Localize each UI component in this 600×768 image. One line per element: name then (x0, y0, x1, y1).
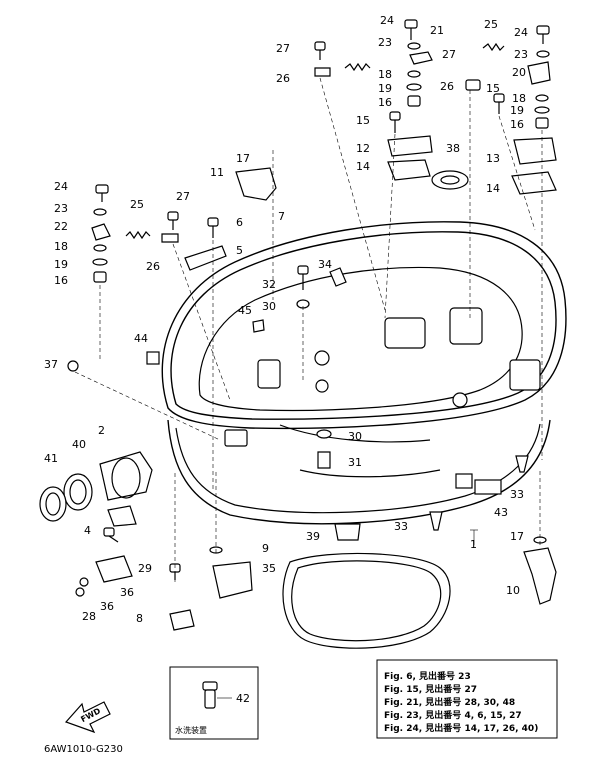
lower-left-parts (39, 451, 253, 631)
callout-label: 12 (356, 142, 370, 155)
callout-label: 23 (54, 202, 68, 215)
callout-label: 2 (98, 424, 105, 437)
callout-label: 30 (262, 300, 276, 313)
callout-label: 28 (82, 610, 96, 623)
callout-label: 7 (278, 210, 285, 223)
callout-label: 8 (136, 612, 143, 625)
callout-label: 27 (176, 190, 190, 203)
callout-label: 11 (210, 166, 224, 179)
callout-label: 39 (306, 530, 320, 543)
callout-label: 18 (378, 68, 392, 81)
group-bracket-label: 1 (470, 538, 477, 551)
callout-label: 6 (236, 216, 243, 229)
bottom-cowling (161, 221, 567, 525)
callout-label: 16 (378, 96, 392, 109)
reference-line: Fig. 21, 見出番号 28, 30, 48 (384, 696, 515, 708)
callout-label: 23 (378, 36, 392, 49)
callout-label: 33 (510, 488, 524, 501)
callout-label: 19 (378, 82, 392, 95)
reference-box: Fig. 6, 見出番号 23 Fig. 15, 見出番号 27 Fig. 21… (376, 659, 558, 739)
callout-label: 24 (380, 14, 394, 27)
callout-label: 18 (512, 92, 526, 105)
reference-line: Fig. 15, 見出番号 27 (384, 683, 477, 695)
callout-label: 24 (514, 26, 528, 39)
callout-label: 23 (514, 48, 528, 61)
callout-label: 9 (262, 542, 269, 555)
callout-label: 36 (100, 600, 114, 613)
callout-label: 18 (54, 240, 68, 253)
callout-label: 36 (120, 586, 134, 599)
reference-line: Fig. 24, 見出番号 14, 17, 26, 40) (384, 722, 538, 734)
callout-label: 19 (54, 258, 68, 271)
callout-label: 16 (54, 274, 68, 287)
callout-label: 22 (54, 220, 68, 233)
callout-label: 14 (356, 160, 370, 173)
callout-numbers: 24 25 24 23 21 27 23 27 26 18 20 26 19 1… (44, 14, 528, 625)
callout-label: 26 (440, 80, 454, 93)
callout-label: 15 (356, 114, 370, 127)
left-upper-hardware (67, 167, 347, 372)
callout-label: 33 (394, 520, 408, 533)
fwd-arrow-icon: FWD (64, 701, 111, 734)
inset-part-number: 42 (236, 692, 250, 705)
callout-label: 30 (348, 430, 362, 443)
callout-label: 4 (84, 524, 91, 537)
far-right-hardware (465, 25, 557, 195)
callout-label: 27 (442, 48, 456, 61)
inset-box: 42 水洗装置 (169, 666, 259, 740)
callout-label: 17 (236, 152, 250, 165)
callout-label: 14 (486, 182, 500, 195)
callout-label: 19 (510, 104, 524, 117)
callout-label: 20 (512, 66, 526, 79)
callout-label: 26 (276, 72, 290, 85)
callout-label: 17 (510, 530, 524, 543)
callout-label: 35 (262, 562, 276, 575)
callout-label: 27 (276, 42, 290, 55)
callout-label: 25 (484, 18, 498, 31)
callout-label: 16 (510, 118, 524, 131)
lower-right-parts (282, 429, 557, 649)
leader-lines (74, 77, 543, 582)
callout-label: 44 (134, 332, 148, 345)
reference-line: Fig. 6, 見出番号 23 (384, 670, 471, 682)
reference-line: Fig. 23, 見出番号 4, 6, 15, 27 (384, 709, 522, 721)
callout-label: 41 (44, 452, 58, 465)
callout-label: 26 (146, 260, 160, 273)
callout-label: 10 (506, 584, 520, 597)
callout-label: 31 (348, 456, 362, 469)
callout-label: 25 (130, 198, 144, 211)
callout-label: 37 (44, 358, 58, 371)
callout-label: 29 (138, 562, 152, 575)
diagram-code: 6AW1010-G230 (44, 744, 123, 755)
callout-label: 24 (54, 180, 68, 193)
callout-label: 13 (486, 152, 500, 165)
inset-label: 水洗装置 (175, 725, 207, 735)
top-right-hardware (314, 19, 469, 190)
callout-label: 21 (430, 24, 444, 37)
callout-label: 40 (72, 438, 86, 451)
callout-label: 38 (446, 142, 460, 155)
callout-label: 45 (238, 304, 252, 317)
callout-label: 34 (318, 258, 332, 271)
callout-label: 32 (262, 278, 276, 291)
callout-label: 15 (486, 82, 500, 95)
callout-label: 5 (236, 244, 243, 257)
callout-label: 43 (494, 506, 508, 519)
